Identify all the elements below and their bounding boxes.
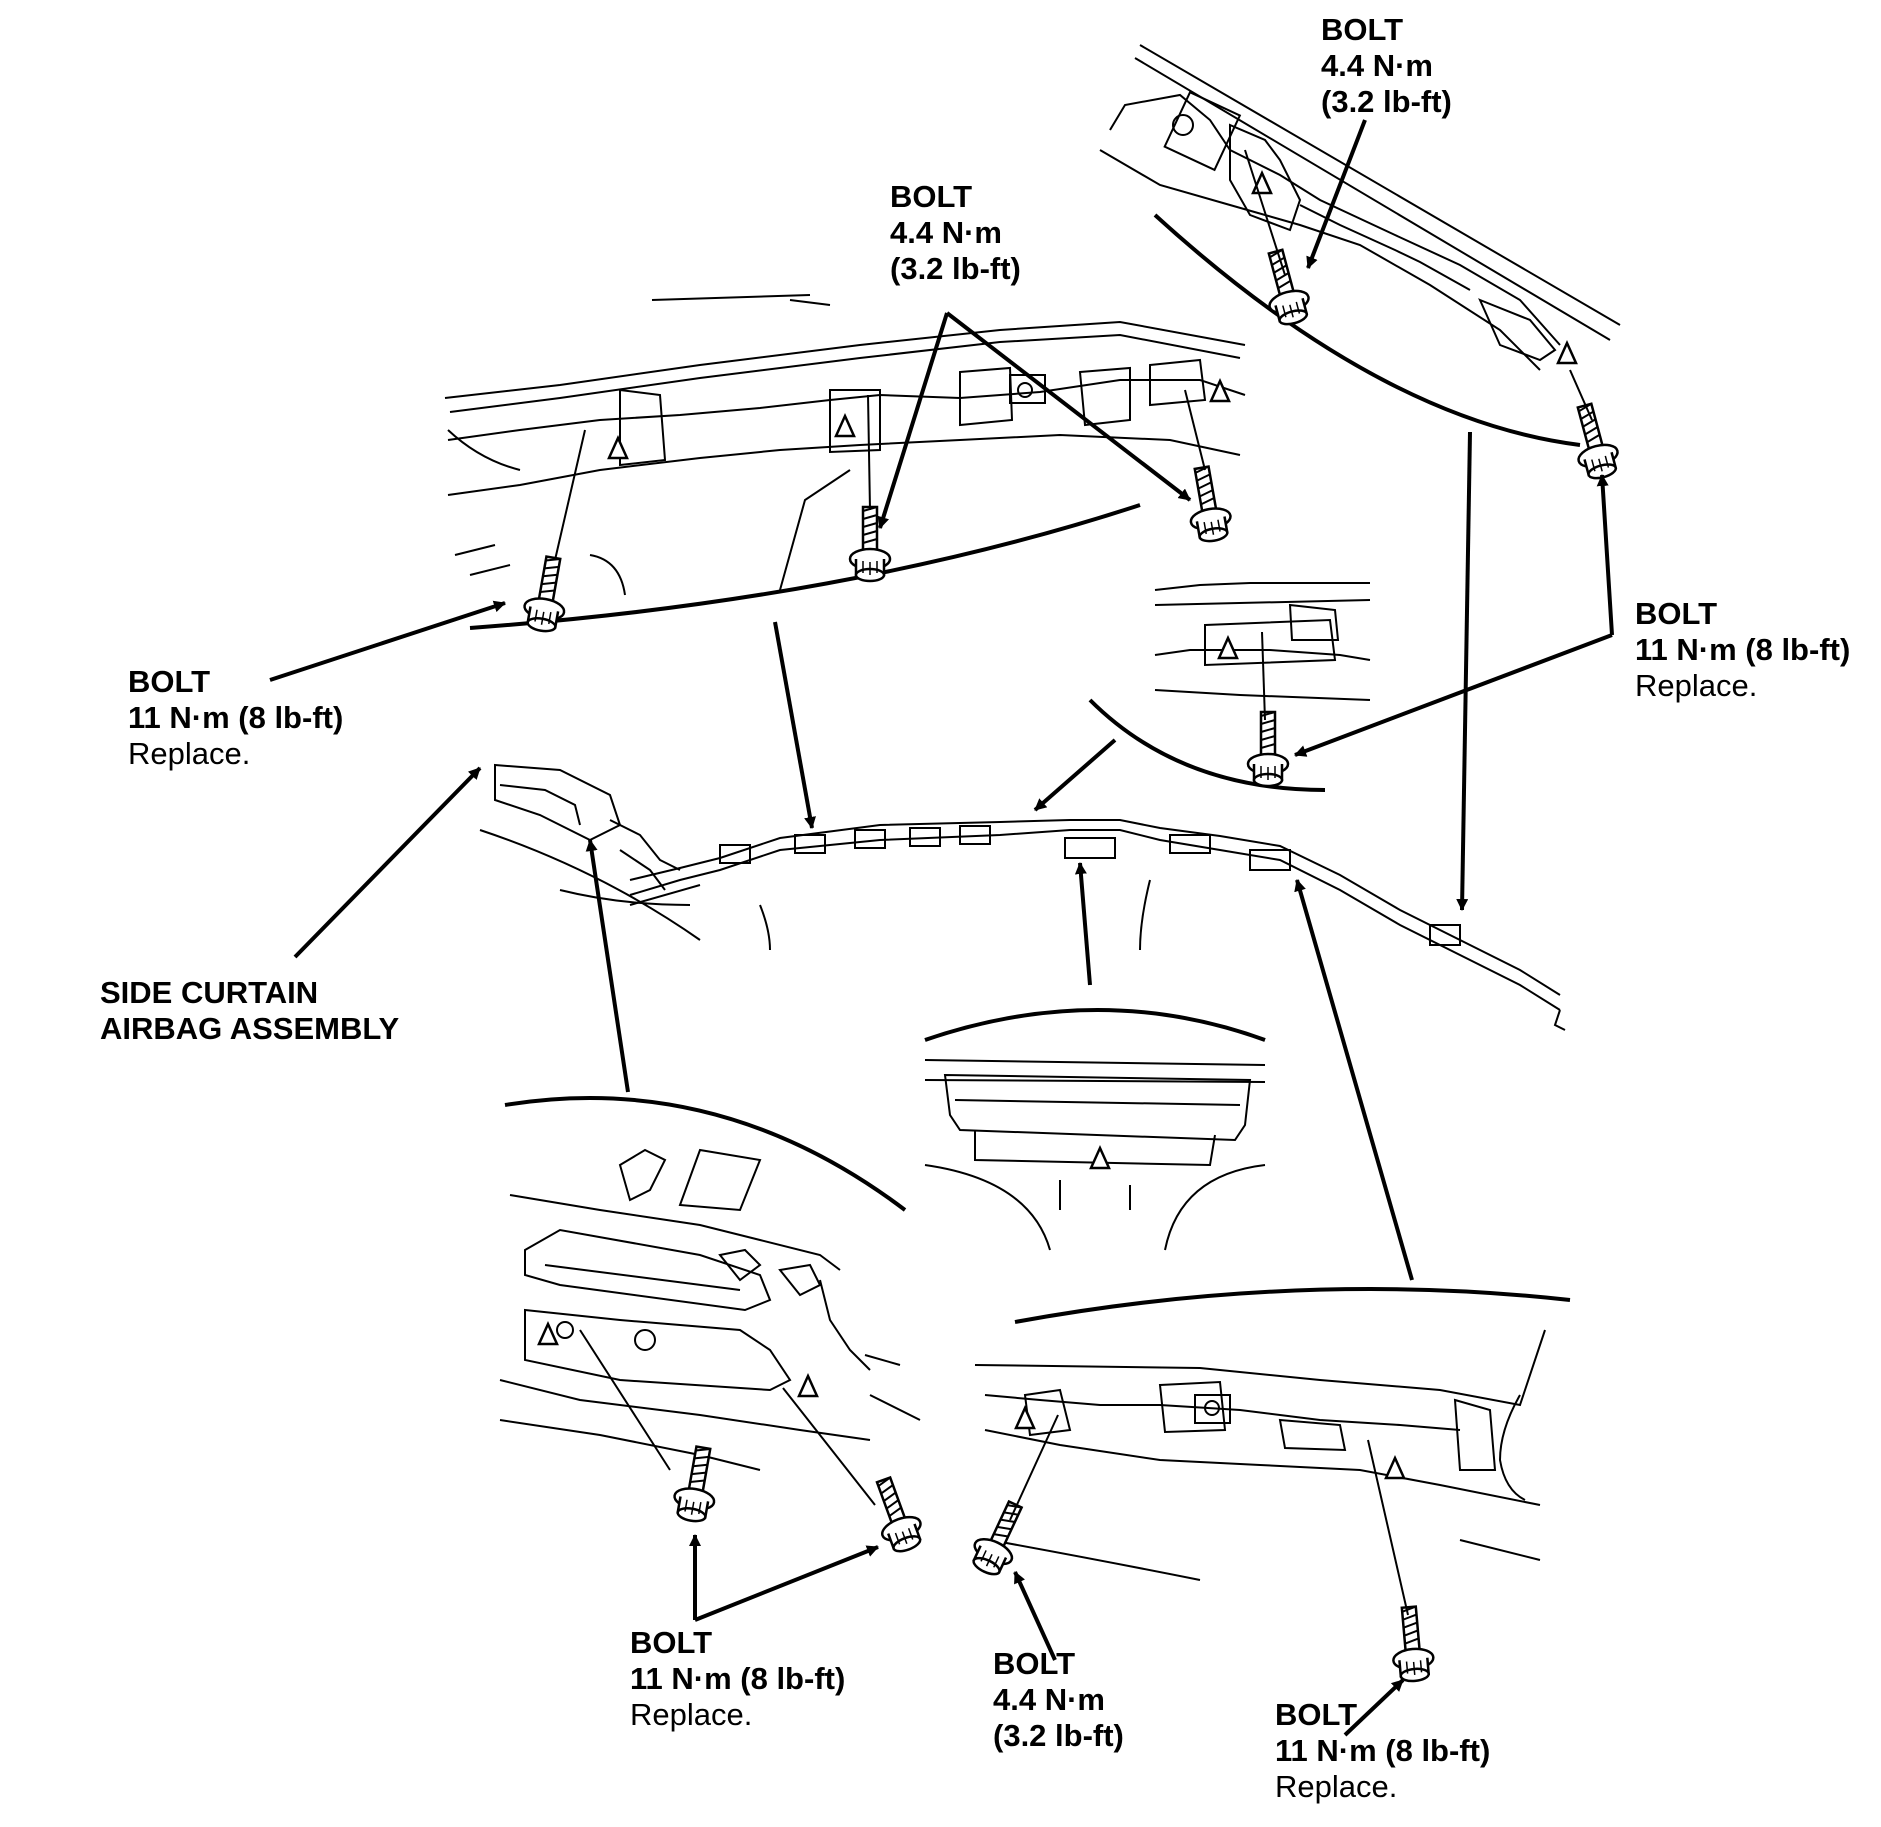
bolt-name: BOLT (1635, 596, 1718, 631)
bolt-marker-icon (607, 436, 629, 460)
bolt-icon (1246, 710, 1290, 788)
leader-lines (269, 119, 1614, 1737)
bolt-name: BOLT (1275, 1697, 1358, 1732)
bolt-torque-imperial: (3.2 lb-ft) (1321, 84, 1452, 119)
bolt-marker-icon (1556, 341, 1578, 365)
detail-top-center (444, 294, 1246, 630)
bolt-note: Replace. (1275, 1769, 1398, 1804)
bolt-name: BOLT (993, 1646, 1076, 1681)
bolt-marker-icon (797, 1374, 819, 1398)
side-curtain-airbag-assembly-drawing (479, 763, 1566, 1031)
bolt-marker-icon (1217, 636, 1239, 660)
bolt-callout-right: BOLT 11 N·m (8 lb-ft) Replace. (1635, 596, 1850, 704)
bolt-icon (1180, 463, 1236, 546)
bolt-torque: 11 N·m (8 lb-ft) (128, 700, 344, 735)
bolt-note: Replace. (630, 1697, 753, 1732)
assembly-label-line1: SIDE CURTAIN (100, 975, 319, 1010)
detail-top-right (1099, 44, 1621, 447)
bolt-icon (1564, 399, 1625, 484)
bolt-torque: 11 N·m (8 lb-ft) (630, 1661, 846, 1696)
bolt-callout-left: BOLT 11 N·m (8 lb-ft) Replace. (128, 664, 343, 772)
bolt-marker-icon (537, 1322, 559, 1346)
bolt-icon (1255, 245, 1316, 330)
bolt-torque: 4.4 N·m (1321, 48, 1433, 83)
bolt-icon (863, 1471, 929, 1558)
bolt-callout-top-center: BOLT 4.4 N·m (3.2 lb-ft) (890, 179, 1021, 287)
bolt-marker-icon (834, 414, 856, 438)
bolt-name: BOLT (128, 664, 211, 699)
bolt-torque: 11 N·m (8 lb-ft) (1635, 632, 1851, 667)
detail-bottom-left (499, 1096, 921, 1471)
detail-bottom-right (974, 1287, 1571, 1581)
bolt-torque-imperial: (3.2 lb-ft) (993, 1718, 1124, 1753)
bolt-marker-icon (1089, 1146, 1111, 1170)
bolt-torque: 4.4 N·m (993, 1682, 1105, 1717)
bolt-name: BOLT (630, 1625, 713, 1660)
detail-bottom-center (924, 1008, 1266, 1251)
bolt-callout-bottom-left: BOLT 11 N·m (8 lb-ft) Replace. (630, 1625, 845, 1733)
bolt-torque: 11 N·m (8 lb-ft) (1275, 1733, 1491, 1768)
bolt-marker-icon (1014, 1406, 1036, 1430)
bolt-icon (964, 1494, 1035, 1582)
bolt-torque-imperial: (3.2 lb-ft) (890, 251, 1021, 286)
bolt-callout-top-right: BOLT 4.4 N·m (3.2 lb-ft) (1321, 12, 1452, 120)
bolt-icon (1387, 1604, 1437, 1684)
bolt-name: BOLT (890, 179, 973, 214)
detail-right-middle (1088, 582, 1371, 792)
bolt-name: BOLT (1321, 12, 1404, 47)
assembly-callout: SIDE CURTAIN AIRBAG ASSEMBLY (100, 975, 399, 1047)
bolt-icon (669, 1443, 725, 1526)
bolt-note: Replace. (128, 736, 251, 771)
bolt-torque: 4.4 N·m (890, 215, 1002, 250)
bolt-icon (519, 553, 575, 636)
bolt-marker-icon (1384, 1456, 1406, 1480)
bolt-note: Replace. (1635, 668, 1758, 703)
bolt-callout-bottom-right: BOLT 11 N·m (8 lb-ft) Replace. (1275, 1697, 1490, 1805)
assembly-label-line2: AIRBAG ASSEMBLY (100, 1011, 400, 1046)
bolt-callout-bottom-center: BOLT 4.4 N·m (3.2 lb-ft) (993, 1646, 1124, 1754)
